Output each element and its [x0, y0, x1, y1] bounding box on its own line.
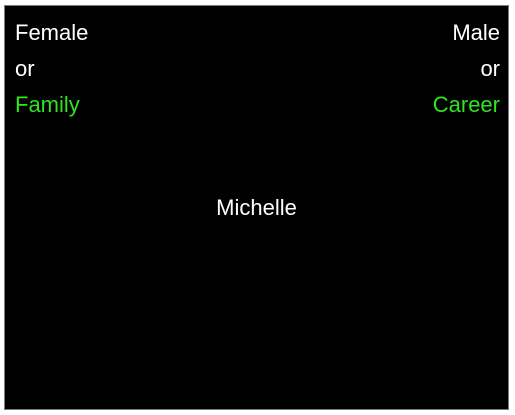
left-category-primary: Female: [15, 20, 89, 45]
left-category-secondary: Family: [15, 92, 80, 117]
left-category-label: Female or Family: [15, 15, 88, 123]
right-category-label: Male or Career: [433, 15, 500, 123]
stimulus-word: Michelle: [216, 195, 297, 220]
right-category-joiner: or: [480, 56, 500, 81]
right-category-primary: Male: [452, 20, 500, 45]
right-category-secondary: Career: [432, 92, 500, 117]
left-category-joiner: or: [15, 56, 35, 81]
task-frame: Female or Family Male or Career Michelle: [4, 5, 509, 410]
